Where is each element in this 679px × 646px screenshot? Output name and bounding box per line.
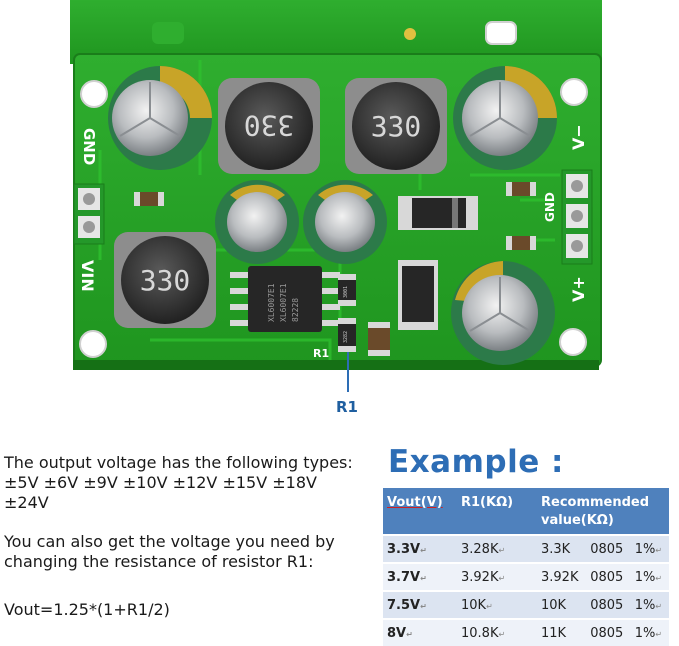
- vout-formula: Vout=1.25*(1+R1/2): [4, 600, 170, 619]
- chip-marking: XL6007E1: [279, 283, 288, 322]
- silk-label-gnd-left: GND: [80, 128, 98, 165]
- header-pads-right: [561, 169, 593, 265]
- inductor-marking: 330: [244, 109, 295, 142]
- output-voltage-description: The output voltage has the following typ…: [4, 453, 353, 512]
- cell-vout: 7.5V↵: [383, 590, 457, 619]
- inductor-top-left: 330: [218, 78, 320, 174]
- cell-tol: 1%↵: [630, 618, 669, 646]
- smd-transistor: [398, 260, 438, 330]
- inductor-top-right: 330: [345, 78, 447, 174]
- r1-change-description: You can also get the voltage you need by…: [4, 532, 335, 571]
- mounting-holes: [79, 21, 588, 358]
- resistor-marking: 3282: [343, 331, 349, 343]
- capacitor-top-right: [453, 66, 557, 170]
- cell-pkg: 0805: [586, 534, 631, 563]
- chip-marking: 82228: [291, 298, 300, 322]
- example-title: Example :: [388, 444, 564, 480]
- table-row: 8V↵ 10.8K↵ 11K 0805 1%↵: [383, 618, 669, 646]
- cell-r1: 10K↵: [457, 590, 537, 619]
- capacitor-bottom-right: [451, 261, 555, 365]
- cell-r1: 10.8K↵: [457, 618, 537, 646]
- cell-tol: 1%↵: [630, 562, 669, 591]
- silk-label-vin: VIN: [78, 260, 97, 292]
- pcb-board-image: 330 330 330 XL6007E1 XL6007E1 82228: [70, 0, 602, 392]
- cell-rec: 3.3K: [537, 534, 587, 563]
- silk-label-r1: R1: [313, 347, 329, 360]
- r1-callout-label: R1: [336, 398, 358, 416]
- cell-tol: 1%↵: [630, 590, 669, 619]
- cell-vout: 3.3V↵: [383, 534, 457, 563]
- silk-label-v-plus: V+: [569, 276, 588, 302]
- silk-label-v-minus: V−: [569, 124, 588, 150]
- cell-tol: 1%↵: [630, 534, 669, 563]
- chip-marking: XL6007E1: [267, 283, 276, 322]
- inductor-marking: 330: [371, 110, 422, 143]
- cell-r1: 3.92K↵: [457, 562, 537, 591]
- cell-vout: 8V↵: [383, 618, 457, 646]
- table-row: 7.5V↵ 10K↵ 10K 0805 1%↵: [383, 590, 669, 619]
- silk-label-gnd-right: GND: [543, 192, 557, 222]
- smd-diode-right: [398, 196, 478, 230]
- table-row: 3.3V↵ 3.28K↵ 3.3K 0805 1%↵: [383, 534, 669, 563]
- example-table-header: Vout(V) R1(KΩ) Recommended value(KΩ): [383, 488, 669, 535]
- example-table: Vout(V) R1(KΩ) Recommended value(KΩ) 3.3…: [383, 488, 669, 646]
- via-dot: [404, 28, 416, 40]
- inductor-bottom-left: 330: [114, 232, 216, 328]
- cell-rec: 10K: [537, 590, 587, 619]
- header-r1: R1(KΩ): [457, 488, 537, 535]
- header-recommended: Recommended value(KΩ): [537, 488, 669, 535]
- capacitor-top-left: [108, 66, 212, 170]
- header-vout: Vout(V): [383, 488, 457, 535]
- cell-rec: 3.92K: [537, 562, 587, 591]
- header-pads-left: [73, 183, 105, 245]
- cell-rec: 11K: [537, 618, 587, 646]
- resistor-marking: 3001: [343, 286, 349, 298]
- smd-resistors: 3001 3282: [134, 182, 536, 356]
- capacitor-middle-right: [303, 180, 387, 264]
- cell-pkg: 0805: [586, 618, 631, 646]
- inductor-marking: 330: [140, 264, 191, 297]
- table-row: 3.7V↵ 3.92K↵ 3.92K 0805 1%↵: [383, 562, 669, 591]
- cell-pkg: 0805: [586, 562, 631, 591]
- cell-pkg: 0805: [586, 590, 631, 619]
- cell-r1: 3.28K↵: [457, 534, 537, 563]
- capacitor-middle-left: [215, 180, 299, 264]
- cell-vout: 3.7V↵: [383, 562, 457, 591]
- ic-chip: XL6007E1 XL6007E1 82228: [230, 266, 340, 332]
